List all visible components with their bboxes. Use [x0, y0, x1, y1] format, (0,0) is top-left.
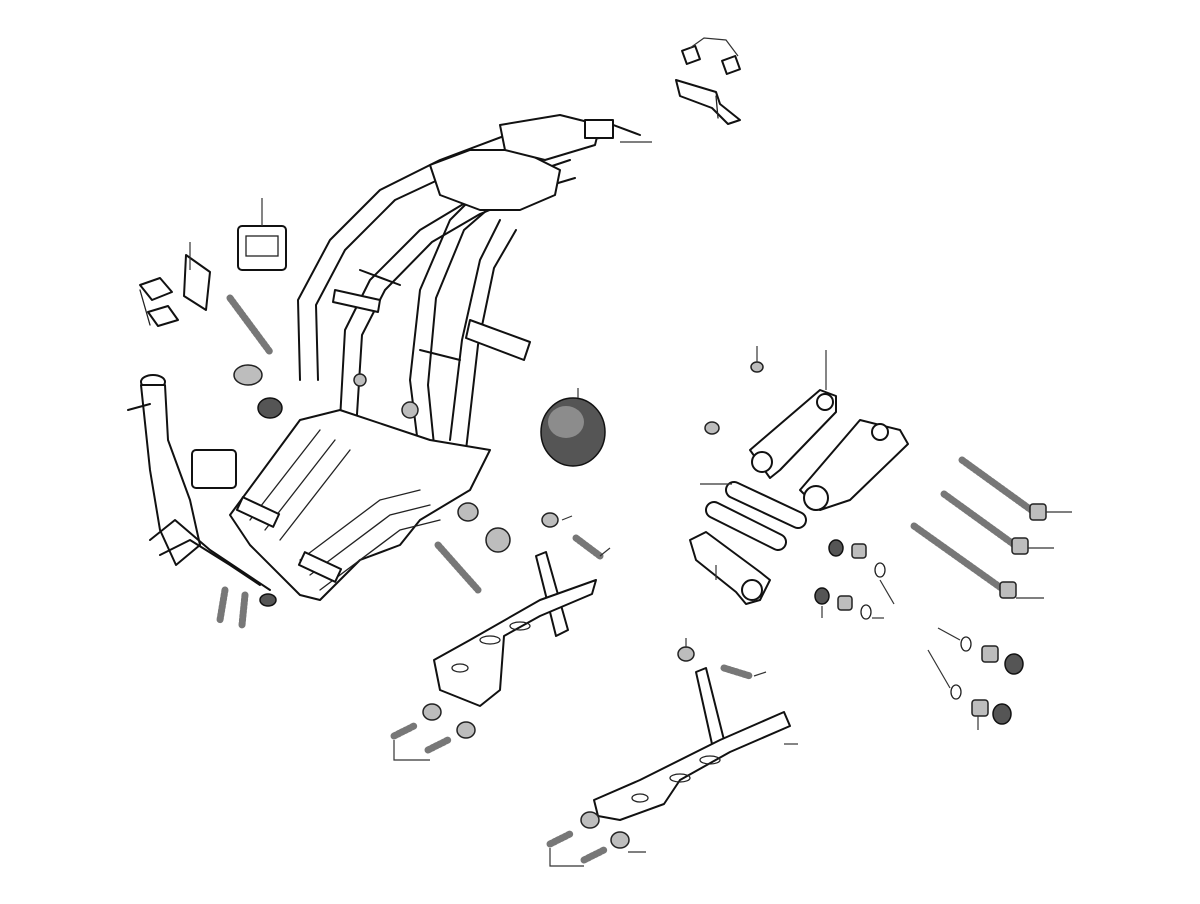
top-bracket-assembly — [675, 37, 741, 125]
center-fasteners — [434, 502, 611, 594]
footrest-bracket-left — [390, 551, 597, 761]
pins — [689, 481, 807, 605]
main-frame — [229, 114, 641, 601]
footrest-bracket-right — [546, 638, 798, 867]
dome-cap — [540, 388, 606, 467]
headlight-bracket — [127, 374, 277, 629]
long-bolts — [910, 456, 1072, 599]
washers-bushings — [814, 539, 1024, 730]
swingarm-link — [704, 346, 909, 511]
left-bracket-group — [139, 198, 287, 489]
